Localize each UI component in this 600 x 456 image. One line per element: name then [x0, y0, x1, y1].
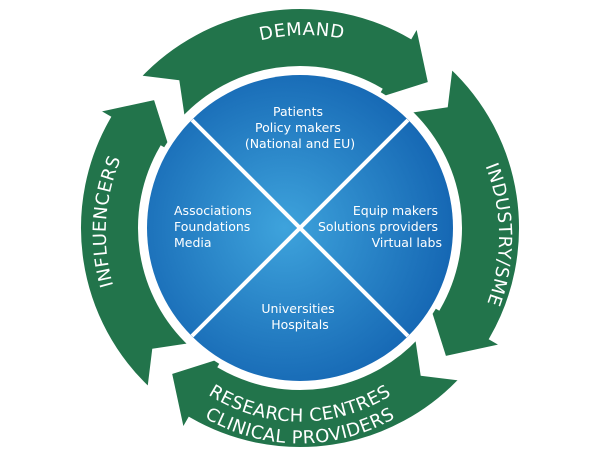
arrow-research [167, 332, 466, 451]
arrow-industry [404, 62, 523, 361]
arrow-influencers [77, 95, 196, 394]
quadrant-top-text: Patients Policy makers (National and EU) [245, 104, 355, 151]
arrow-demand [134, 5, 433, 124]
quadrant-left-text: Associations Foundations Media [174, 203, 256, 250]
quadrant-right-text: Equip makers Solutions providers Virtual… [318, 203, 442, 250]
quadrant-divider-b [190, 118, 410, 338]
quadrant-bottom-text: Universities Hospitals [261, 301, 338, 332]
ring-arrows [77, 5, 523, 451]
